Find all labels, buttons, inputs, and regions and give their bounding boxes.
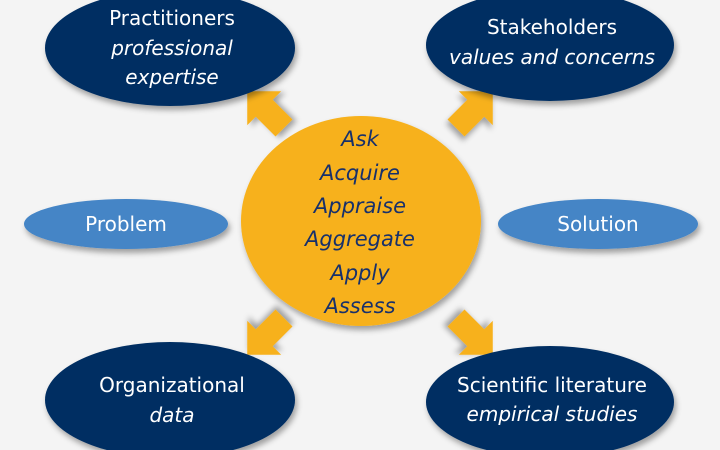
step-appraise: Appraise — [312, 194, 406, 218]
node-title: Organizational — [99, 373, 245, 397]
step-aggregate: Aggregate — [303, 227, 415, 251]
step-ask: Ask — [339, 127, 379, 151]
step-acquire: Acquire — [318, 161, 400, 185]
node-subtitle: data — [149, 403, 194, 427]
step-apply: Apply — [328, 261, 390, 285]
node-subtitle: expertise — [125, 65, 219, 89]
node-stakeholders: Stakeholders values and concerns — [426, 0, 674, 101]
problem-label: Problem — [85, 212, 167, 236]
node-title: Practitioners — [109, 6, 235, 30]
node-title: Scientific literature — [457, 373, 647, 397]
node-practitioners: Practitioners professional expertise — [45, 0, 295, 106]
step-assess: Assess — [322, 294, 395, 318]
solution-label: Solution — [557, 212, 638, 236]
node-subtitle: values and concerns — [449, 45, 655, 69]
problem-node: Problem — [24, 199, 228, 249]
solution-node: Solution — [498, 199, 698, 249]
node-scientific: Scientific literature empirical studies — [426, 346, 674, 450]
center-process-circle: Ask Acquire Appraise Aggregate Apply Ass… — [241, 116, 481, 326]
node-subtitle: empirical studies — [467, 402, 638, 426]
node-subtitle: professional — [110, 36, 233, 60]
node-organizational: Organizational data — [45, 342, 295, 450]
node-title: Stakeholders — [487, 15, 617, 39]
